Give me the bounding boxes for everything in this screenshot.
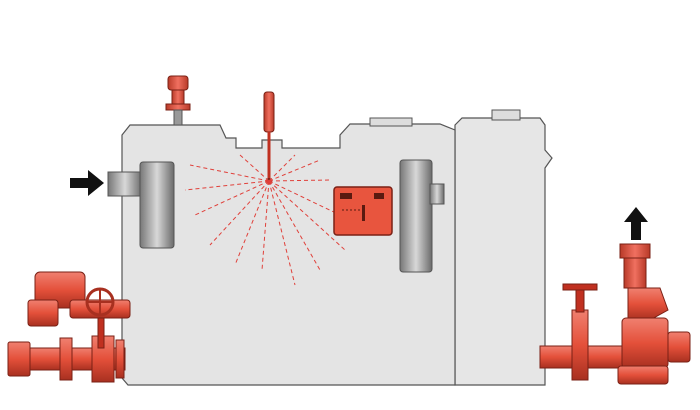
outlet-arrow-icon [624, 207, 648, 240]
control-panel [333, 186, 393, 236]
level-sensor [263, 91, 275, 184]
inlet-baffle [139, 161, 175, 249]
outlet-baffle [399, 159, 433, 273]
inlet-stub [107, 171, 143, 197]
outlet-pump-assembly [539, 243, 691, 385]
outlet-stub [429, 183, 445, 205]
handwheel-icon [85, 287, 115, 317]
main-tank-cover [369, 117, 413, 127]
secondary-tank-cover [491, 109, 521, 121]
secondary-tank [454, 117, 553, 386]
inlet-valve-assembly [7, 271, 131, 383]
vent-pipe [165, 75, 191, 126]
sensor-rays [184, 154, 346, 286]
inlet-arrow-icon [70, 170, 104, 196]
